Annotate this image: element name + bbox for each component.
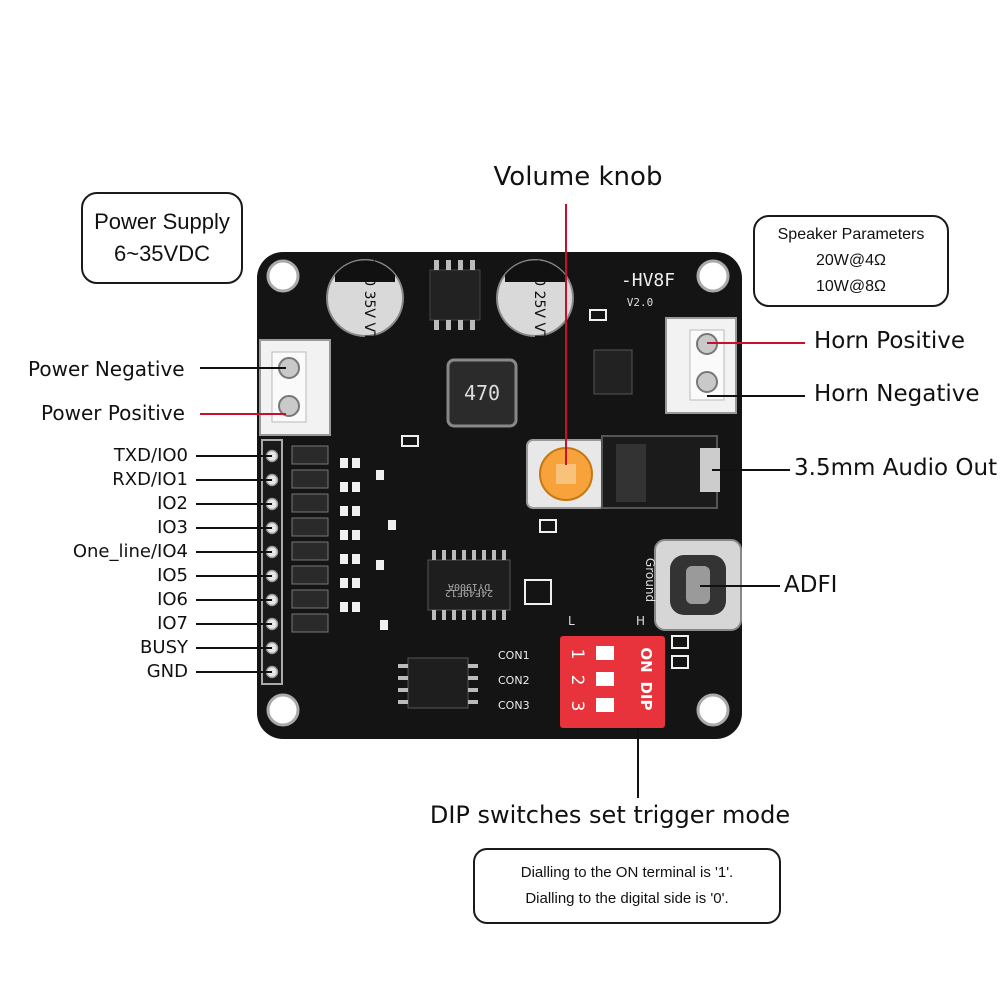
inductor: 470 xyxy=(446,358,518,428)
power-negative-label: Power Negative xyxy=(28,357,185,381)
power-supply-line1: Power Supply xyxy=(94,209,230,234)
usb-ground-label: Ground xyxy=(643,558,657,602)
transistor-array xyxy=(291,445,329,633)
usb-l-label: L xyxy=(568,614,575,628)
capacitor-470uf: 470 25V VT xyxy=(496,259,574,341)
pin-label-one-line-io4: One_line/IO4 xyxy=(72,541,188,562)
volume-potentiometer xyxy=(526,439,606,509)
pin-label-io2: IO2 xyxy=(157,493,188,514)
con3-label: CON3 xyxy=(498,699,530,712)
pin-label-gnd: GND xyxy=(146,661,188,682)
speaker-params-line2: 10W@8Ω xyxy=(816,278,886,295)
flash-chip xyxy=(398,657,478,709)
board-version-text: V2.0 xyxy=(627,296,654,309)
dip-dip-text: DIP xyxy=(637,681,655,710)
speaker-terminal xyxy=(665,317,737,414)
power-supply-box: Power Supply 6~35VDC xyxy=(81,192,243,284)
volume-knob-label: Volume knob xyxy=(493,162,663,192)
board-model-text: -HV8F xyxy=(621,270,675,291)
callout-lines xyxy=(196,204,805,798)
dip-num-1: 1 xyxy=(567,649,587,660)
amplifier-chip xyxy=(593,349,633,395)
audio-out-label: 3.5mm Audio Out xyxy=(794,455,998,481)
chip-line2: 24F49F12 xyxy=(445,587,493,598)
horn-positive-label: Horn Positive xyxy=(814,328,965,354)
power-supply-line2: 6~35VDC xyxy=(113,241,210,266)
audio-jack xyxy=(601,435,720,509)
adfi-label: ADFI xyxy=(784,572,838,598)
pin-label-rxd-io1: RXD/IO1 xyxy=(112,469,188,490)
power-terminal xyxy=(259,339,331,436)
pin-label-io6: IO6 xyxy=(157,589,188,610)
capacitor-220uf: 220 35V VT xyxy=(326,259,404,341)
power-positive-label: Power Positive xyxy=(41,401,185,425)
pin-label-txd-io0: TXD/IO0 xyxy=(113,445,188,466)
speaker-params-line1: 20W@4Ω xyxy=(816,252,886,269)
speaker-params-box: Speaker Parameters 20W@4Ω 10W@8Ω xyxy=(753,215,949,307)
chip-line1: DY1900A xyxy=(448,581,490,592)
pin-label-io7: IO7 xyxy=(157,613,188,634)
horn-negative-label: Horn Negative xyxy=(814,381,980,407)
dip-note-box: Dialling to the ON terminal is '1'. Dial… xyxy=(473,848,781,924)
usb-c-port xyxy=(654,539,742,631)
usb-h-label: H xyxy=(636,614,645,628)
con1-label: CON1 xyxy=(498,649,530,662)
cap2-label: 470 25V VT xyxy=(531,259,547,341)
mounting-holes xyxy=(266,259,730,727)
resistor-array xyxy=(340,309,689,669)
dip-num-2: 2 xyxy=(567,675,587,686)
main-chip: DY1900A 24F49F12 xyxy=(427,550,511,620)
cap1-label: 220 35V VT xyxy=(361,259,377,341)
dip-switch: 1 2 3 ON DIP xyxy=(560,636,665,728)
dip-note-line2: Dialling to the digital side is '0'. xyxy=(525,890,729,907)
inductor-label: 470 xyxy=(464,381,500,405)
speaker-params-title: Speaker Parameters xyxy=(777,226,925,243)
dip-note-line1: Dialling to the ON terminal is '1'. xyxy=(520,864,734,881)
con2-label: CON2 xyxy=(498,674,530,687)
pin-label-busy: BUSY xyxy=(140,637,188,658)
pin-label-io3: IO3 xyxy=(157,517,188,538)
regulator-chip xyxy=(429,260,481,330)
pin-label-io5: IO5 xyxy=(157,565,188,586)
dip-switch-title: DIP switches set trigger mode xyxy=(429,801,791,829)
dip-on-text: ON xyxy=(637,647,655,672)
dip-num-3: 3 xyxy=(567,701,587,712)
